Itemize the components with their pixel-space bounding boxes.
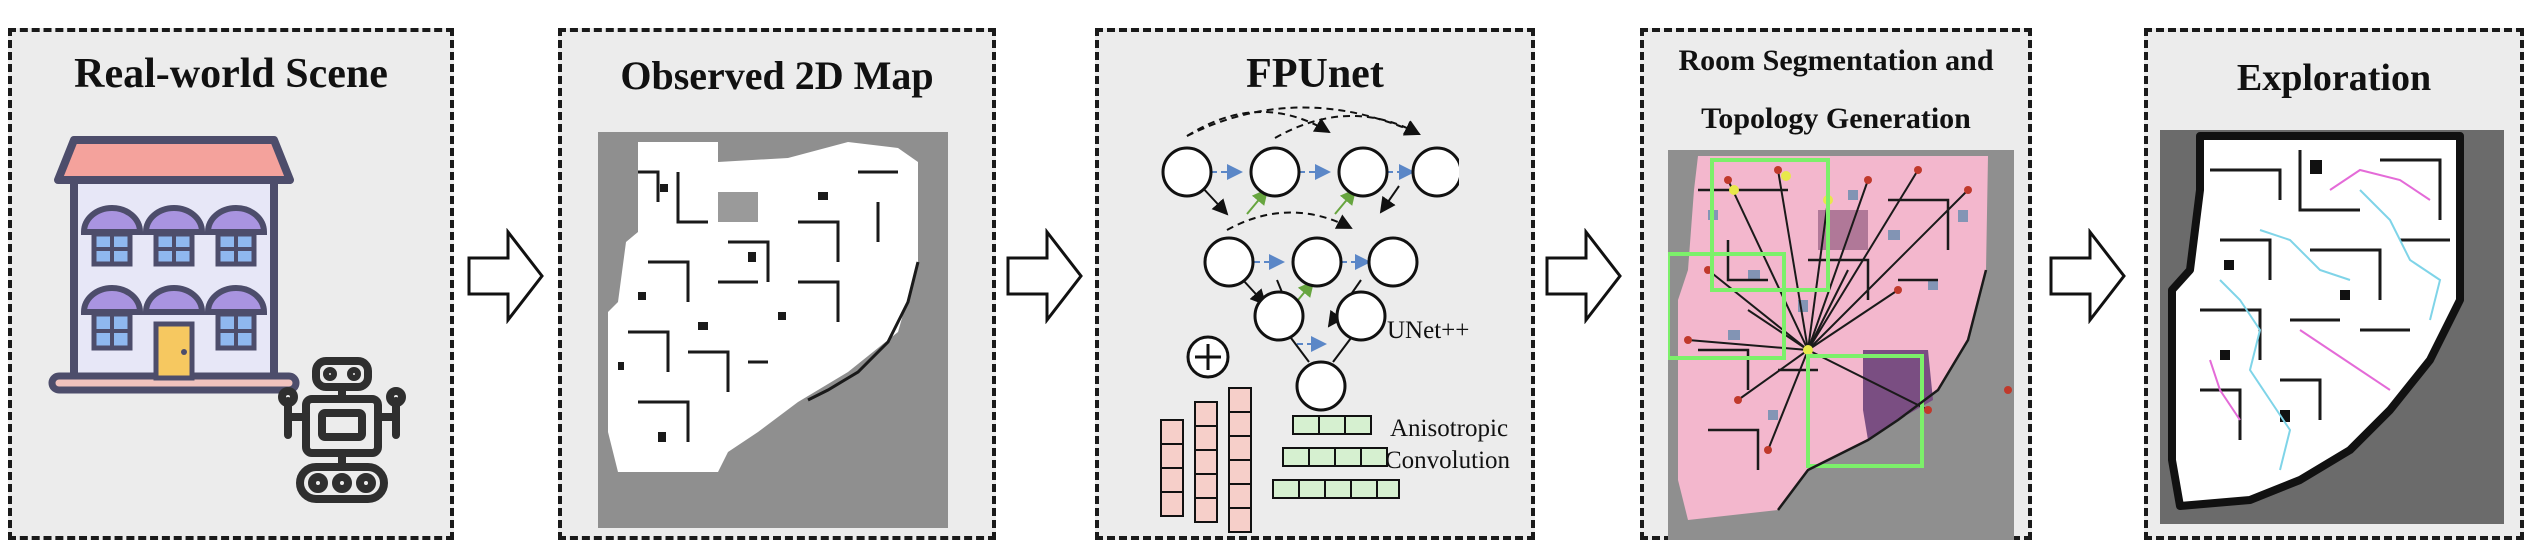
panel-observed-2d-map: Observed 2D Map — [558, 28, 996, 540]
panel-title: FPUnet — [1246, 51, 1384, 97]
panel-exploration: Exploration — [2144, 28, 2524, 540]
panel-title-line1: Room Segmentation and — [1678, 44, 1994, 77]
unetpp-lower-nodes — [1253, 290, 1387, 412]
plus-circle-icon — [1186, 335, 1230, 379]
right-arrow-icon — [1545, 228, 1622, 324]
anisotropic-conv-blocks — [1272, 415, 1400, 499]
right-arrow-icon — [2049, 228, 2126, 324]
anisotropic-label-line1: Anisotropic — [1390, 415, 1509, 442]
panel-real-world-scene: Real-world Scene — [8, 28, 454, 540]
robot-icon — [278, 357, 406, 503]
conv-stacks — [1160, 387, 1252, 533]
panel-title: Observed 2D Map — [620, 53, 934, 98]
right-arrow-icon — [467, 228, 544, 324]
observed-map — [598, 132, 948, 528]
unetpp-graph — [1161, 106, 1459, 352]
building-icon — [48, 136, 300, 394]
panel-fpunet: FPUnet — [1095, 28, 1535, 540]
panel-title: Real-world Scene — [74, 51, 388, 97]
right-arrow-icon — [1006, 228, 1083, 324]
panel-room-segmentation: Room Segmentation and Topology Generatio… — [1640, 28, 2032, 540]
segmentation-map — [1668, 150, 2014, 540]
unetpp-label: UNet++ — [1387, 317, 1470, 344]
exploration-map — [2160, 130, 2504, 524]
panel-title: Exploration — [2236, 57, 2432, 99]
anisotropic-label-line2: Convolution — [1385, 447, 1511, 474]
panel-title-line2: Topology Generation — [1701, 102, 1971, 135]
